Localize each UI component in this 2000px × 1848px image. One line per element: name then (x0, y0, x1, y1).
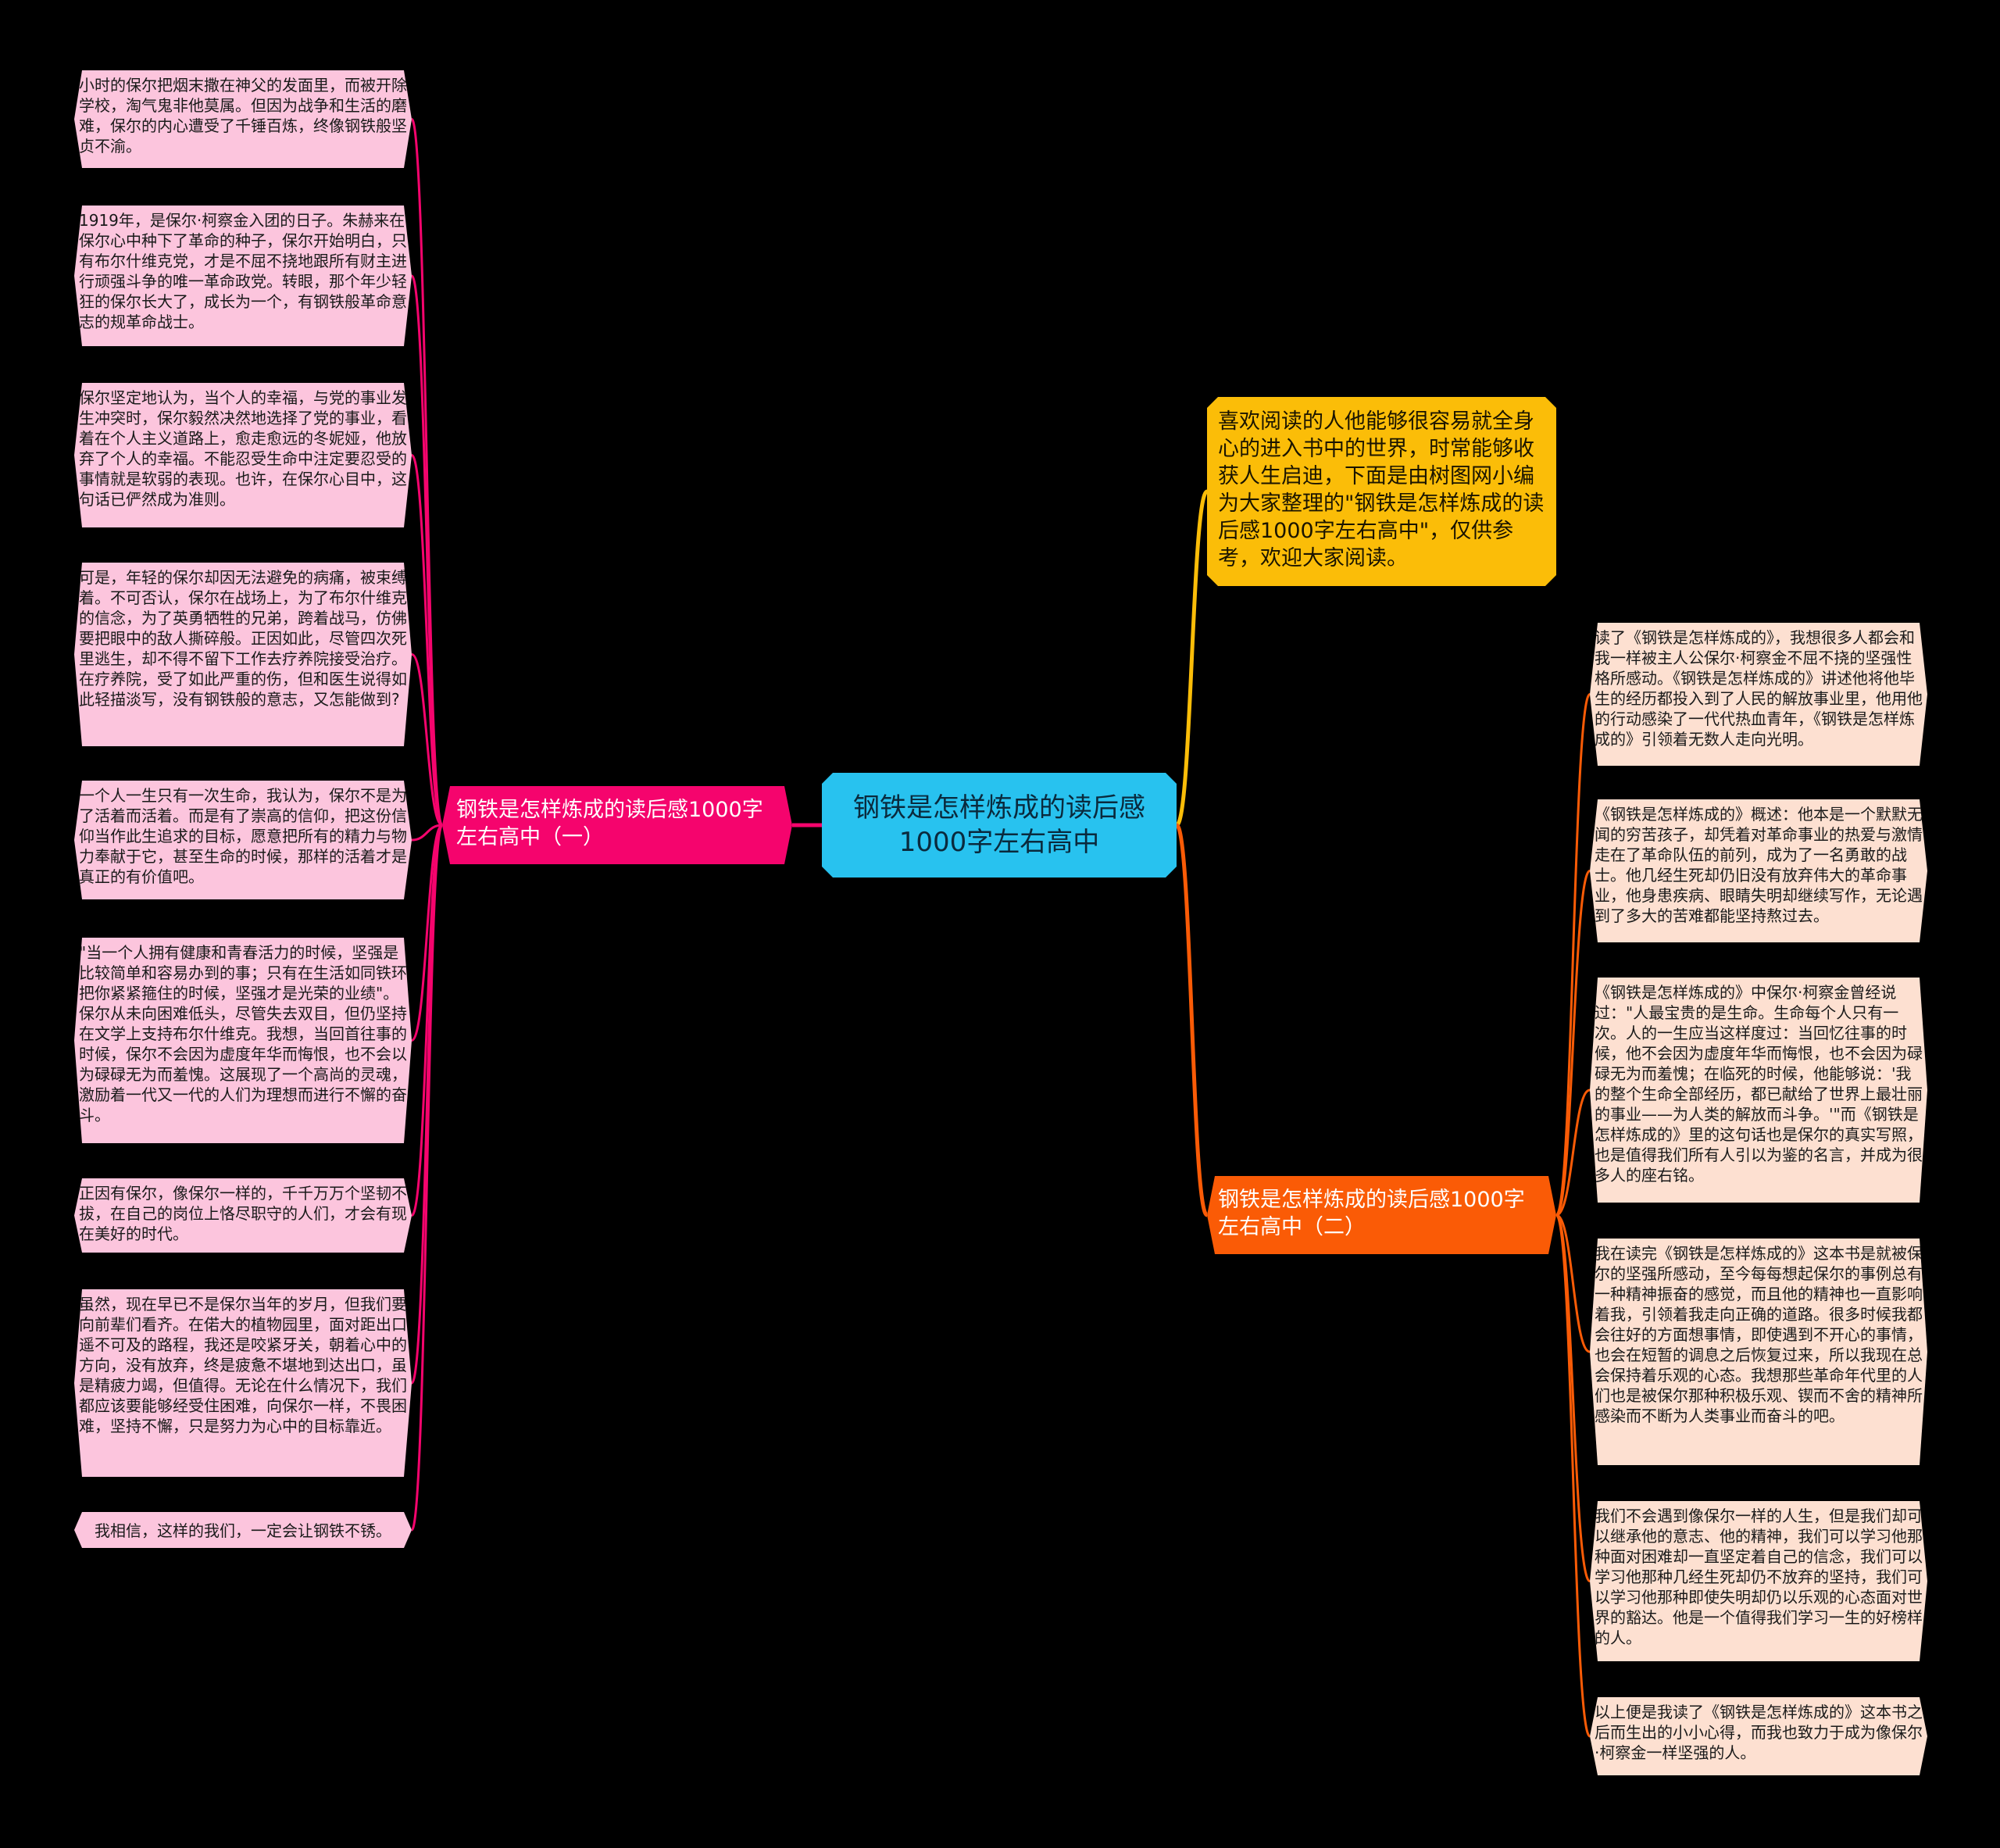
leaf-text: 小时的保尔把烟末撒在神父的发面里，而被开除学校，淘气鬼非他莫属。但因为战争和生活… (79, 76, 407, 155)
connector-branch-1-leaf (410, 824, 444, 1532)
leaf-text: 可是，年轻的保尔却因无法避免的病痛，被束缚着。不可否认，保尔在战场上，为了布尔什… (79, 568, 407, 709)
intro-text: 喜欢阅读的人他能够很容易就全身心的进入书中的世界，时常能够收获人生启迪，下面是由… (1218, 409, 1545, 571)
leaf-text: 以上便是我读了《钢铁是怎样炼成的》这本书之后而生出的小小心得，而我也致力于成为像… (1595, 1703, 1923, 1762)
leaf-node-left[interactable]: 一个人一生只有一次生命，我认为，保尔不是为了活着而活着。而是有了崇高的信仰，把这… (74, 781, 412, 899)
leaf-text: "当一个人拥有健康和青春活力的时候，坚强是比较简单和容易办到的事；只有在生活如同… (79, 943, 407, 1124)
connector-branch-1-leaf (411, 824, 443, 842)
leaf-text: 我们不会遇到像保尔一样的人生，但是我们却可以继承他的意志、他的精神，我们可以学习… (1595, 1507, 1923, 1647)
leaf-node-right[interactable]: 读了《钢铁是怎样炼成的》，我想很多人都会和我一样被主人公保尔·柯察金不屈不挠的坚… (1590, 623, 1927, 766)
leaf-node-left[interactable]: 我相信，这样的我们，一定会让钢铁不锈。 (74, 1512, 412, 1548)
connector-branch-2-leaf (1555, 1214, 1591, 1738)
intro-node[interactable]: 喜欢阅读的人他能够很容易就全身心的进入书中的世界，时常能够收获人生启迪，下面是由… (1207, 397, 1556, 586)
leaf-node-left[interactable]: 1919年，是保尔·柯察金入团的日子。朱赫来在保尔心中种下了革命的种子，保尔开始… (74, 206, 412, 346)
leaf-node-left[interactable]: 虽然，现在早已不是保尔当年的岁月，但我们要向前辈们看齐。在偌大的植物园里，面对距… (74, 1289, 412, 1477)
connector-branch-2-leaf (1555, 1214, 1591, 1353)
leaf-node-left[interactable]: 保尔坚定地认为，当个人的幸福，与党的事业发生冲突时，保尔毅然决然地选择了党的事业… (74, 383, 412, 527)
connector-branch-1-leaf (411, 653, 443, 827)
branch-node-1[interactable]: 钢铁是怎样炼成的读后感1000字左右高中（一） (442, 786, 792, 864)
leaf-node-left[interactable]: 可是，年轻的保尔却因无法避免的病痛，被束缚着。不可否认，保尔在战场上，为了布尔什… (74, 563, 412, 746)
branch-node-2[interactable]: 钢铁是怎样炼成的读后感1000字左右高中（二） (1207, 1176, 1556, 1254)
leaf-text: 我相信，这样的我们，一定会让钢铁不锈。 (95, 1521, 391, 1540)
leaf-text: 1919年，是保尔·柯察金入团的日子。朱赫来在保尔心中种下了革命的种子，保尔开始… (79, 211, 407, 331)
leaf-node-right[interactable]: 我们不会遇到像保尔一样的人生，但是我们却可以继承他的意志、他的精神，我们可以学习… (1590, 1501, 1927, 1661)
leaf-node-right[interactable]: 我在读完《钢铁是怎样炼成的》这本书是就被保尔的坚强所感动，至今每每想起保尔的事例… (1590, 1239, 1927, 1465)
connector-branch-1-leaf (410, 824, 444, 1042)
connector-branch-2-leaf (1555, 870, 1591, 1217)
central-topic-label: 钢铁是怎样炼成的读后感1000字左右高中 (853, 792, 1145, 858)
leaf-text: 《钢铁是怎样炼成的》概述：他本是一个默默无闻的穷苦孩子，却凭着对革命事业的热爱与… (1595, 805, 1923, 925)
central-topic[interactable]: 钢铁是怎样炼成的读后感1000字左右高中 (822, 773, 1177, 878)
connector-central-branch-2 (1174, 823, 1209, 1217)
leaf-node-right[interactable]: 《钢铁是怎样炼成的》中保尔·柯察金曾经说过："人最宝贵的是生命。生命每个人只有一… (1590, 978, 1927, 1203)
connector-branch-2-leaf (1555, 1214, 1591, 1582)
connector-branch-1-leaf (410, 824, 444, 1385)
leaf-node-right[interactable]: 《钢铁是怎样炼成的》概述：他本是一个默默无闻的穷苦孩子，却凭着对革命事业的热爱与… (1590, 799, 1927, 942)
leaf-node-left[interactable]: 正因有保尔，像保尔一样的，千千万万个坚韧不拔，在自己的岗位上恪尽职守的人们，才会… (74, 1178, 412, 1253)
branch-1-label: 钢铁是怎样炼成的读后感1000字左右高中（一） (456, 798, 763, 850)
leaf-text: 虽然，现在早已不是保尔当年的岁月，但我们要向前辈们看齐。在偌大的植物园里，面对距… (79, 1295, 407, 1435)
leaf-node-left[interactable]: 小时的保尔把烟末撒在神父的发面里，而被开除学校，淘气鬼非他莫属。但因为战争和生活… (74, 70, 412, 168)
leaf-node-left[interactable]: "当一个人拥有健康和青春活力的时候，坚强是比较简单和容易办到的事；只有在生活如同… (74, 938, 412, 1143)
connector-branch-2-leaf (1555, 1088, 1591, 1217)
leaf-text: 正因有保尔，像保尔一样的，千千万万个坚韧不拔，在自己的岗位上恪尽职守的人们，才会… (79, 1184, 407, 1243)
branch-2-label: 钢铁是怎样炼成的读后感1000字左右高中（二） (1218, 1188, 1525, 1240)
leaf-text: 一个人一生只有一次生命，我认为，保尔不是为了活着而活着。而是有了崇高的信仰，把这… (79, 786, 407, 886)
connector-branch-2-leaf (1555, 693, 1591, 1217)
leaf-text: 保尔坚定地认为，当个人的幸福，与党的事业发生冲突时，保尔毅然决然地选择了党的事业… (79, 388, 407, 509)
leaf-text: 读了《钢铁是怎样炼成的》，我想很多人都会和我一样被主人公保尔·柯察金不屈不挠的坚… (1595, 628, 1923, 749)
leaf-text: 《钢铁是怎样炼成的》中保尔·柯察金曾经说过："人最宝贵的是生命。生命每个人只有一… (1595, 983, 1923, 1185)
leaf-text: 我在读完《钢铁是怎样炼成的》这本书是就被保尔的坚强所感动，至今每每想起保尔的事例… (1595, 1244, 1923, 1425)
connector-branch-1-leaf (410, 454, 444, 827)
leaf-node-right[interactable]: 以上便是我读了《钢铁是怎样炼成的》这本书之后而生出的小小心得，而我也致力于成为像… (1590, 1697, 1927, 1775)
connector-central-intro (1174, 489, 1209, 827)
